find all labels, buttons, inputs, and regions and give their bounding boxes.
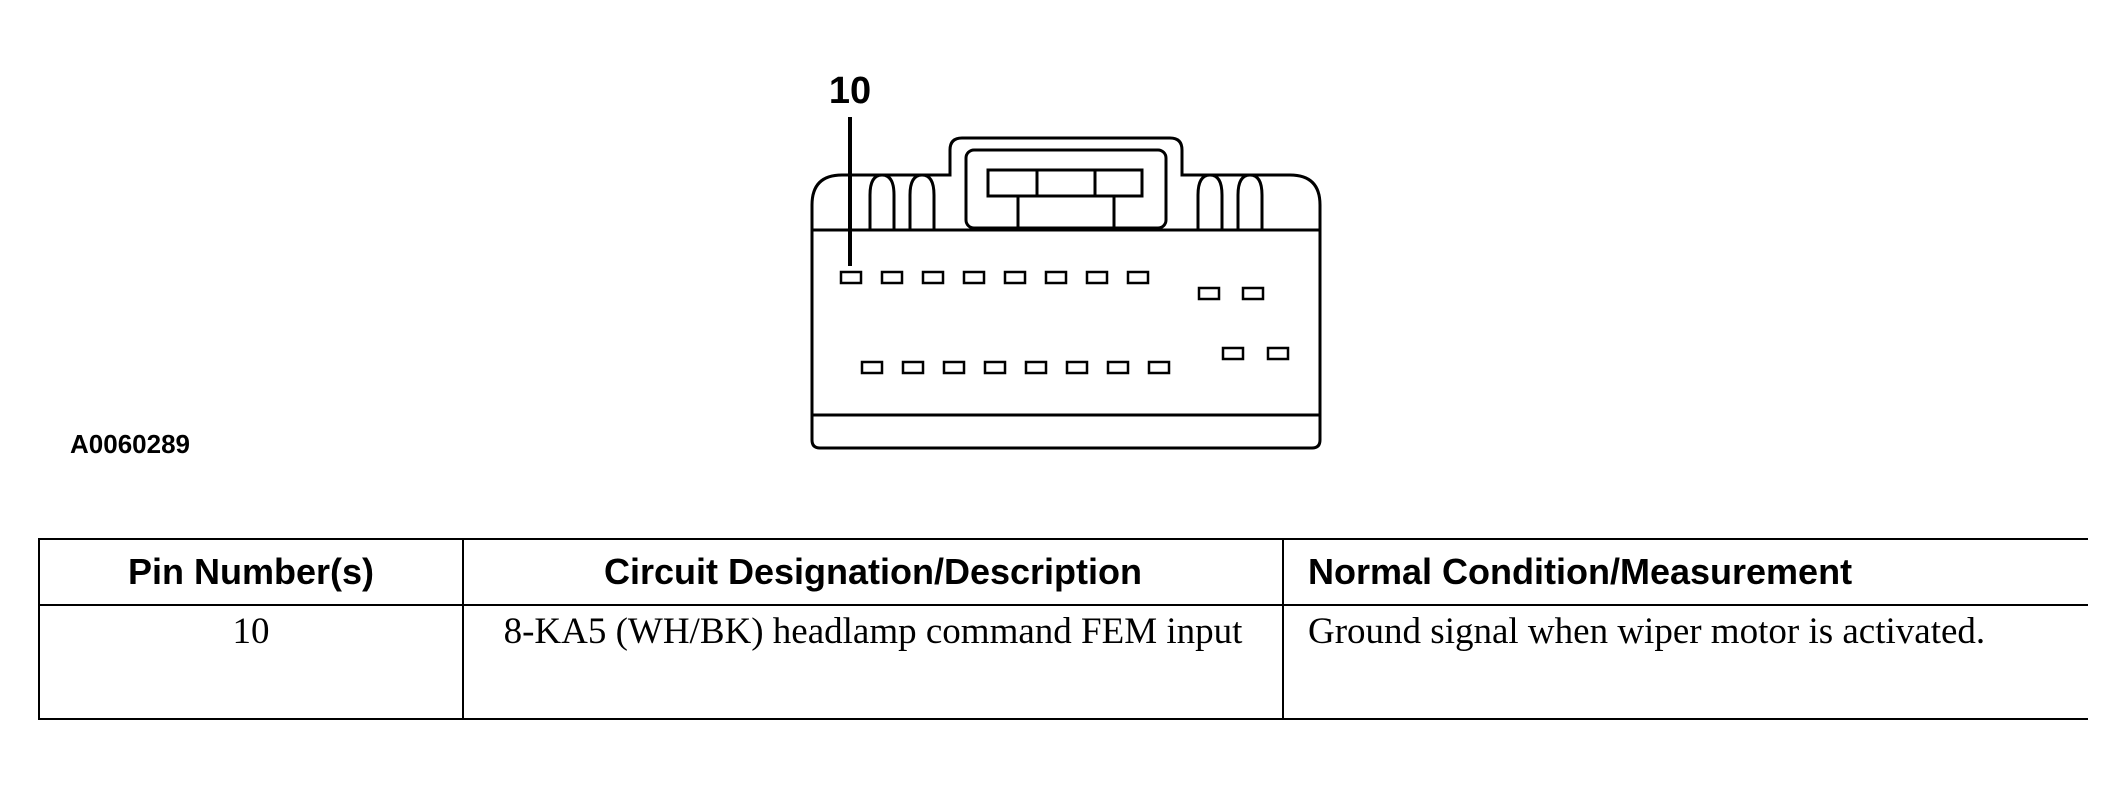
pin-cavity-top-7	[1085, 270, 1109, 285]
pin-cavity-top-8	[1126, 270, 1150, 285]
cell-pin-number: 10	[38, 604, 464, 720]
pin-cavity-bottom-6	[1065, 360, 1089, 375]
pin-cavity-top-5	[1003, 270, 1027, 285]
header-pin-number: Pin Number(s)	[38, 538, 464, 606]
rib-left-2	[908, 173, 936, 230]
pin-cavity-top-1	[839, 270, 863, 285]
table-header-row: Pin Number(s) Circuit Designation/Descri…	[38, 538, 2088, 606]
pin-cavity-bottom-8	[1147, 360, 1171, 375]
rib-right-2	[1236, 173, 1264, 230]
cell-circuit: 8-KA5 (WH/BK) headlamp command FEM input	[462, 604, 1284, 720]
pin-cavity-top-3	[921, 270, 945, 285]
pin-cavity-bottom-4	[983, 360, 1007, 375]
pin-cavity-side-top-2	[1241, 286, 1265, 301]
table-row: 10 8-KA5 (WH/BK) headlamp command FEM in…	[38, 604, 2088, 720]
pin-cavity-bottom-7	[1106, 360, 1130, 375]
header-circuit: Circuit Designation/Description	[462, 538, 1284, 606]
callout-10: 10	[829, 70, 871, 266]
pin-cavity-bottom-2	[901, 360, 925, 375]
header-condition: Normal Condition/Measurement	[1282, 538, 2088, 606]
pin-cavity-side-bottom-1	[1221, 346, 1245, 361]
pin-cavities	[839, 270, 1290, 375]
pin-cavity-top-4	[962, 270, 986, 285]
pin-cavity-top-2	[880, 270, 904, 285]
pin-cavity-side-top-1	[1197, 286, 1221, 301]
pin-cavity-top-6	[1044, 270, 1068, 285]
lock-latch	[986, 168, 1144, 198]
rib-left-1	[868, 173, 896, 230]
lock-base	[1016, 194, 1116, 232]
pin-cavity-bottom-5	[1024, 360, 1048, 375]
connector-housing	[810, 136, 1322, 450]
rib-right-1	[1196, 173, 1224, 230]
connector-diagram: 10 A0060289	[70, 70, 1322, 459]
pin-table: Pin Number(s) Circuit Designation/Descri…	[38, 538, 2088, 720]
pin-cavity-bottom-1	[860, 360, 884, 375]
lock-tab	[964, 148, 1168, 230]
figure-id: A0060289	[70, 429, 190, 459]
pin-cavity-bottom-3	[942, 360, 966, 375]
cell-condition: Ground signal when wiper motor is activa…	[1282, 604, 2088, 720]
connector-face	[812, 228, 1320, 417]
callout-label: 10	[829, 70, 871, 112]
pin-cavity-side-bottom-2	[1266, 346, 1290, 361]
